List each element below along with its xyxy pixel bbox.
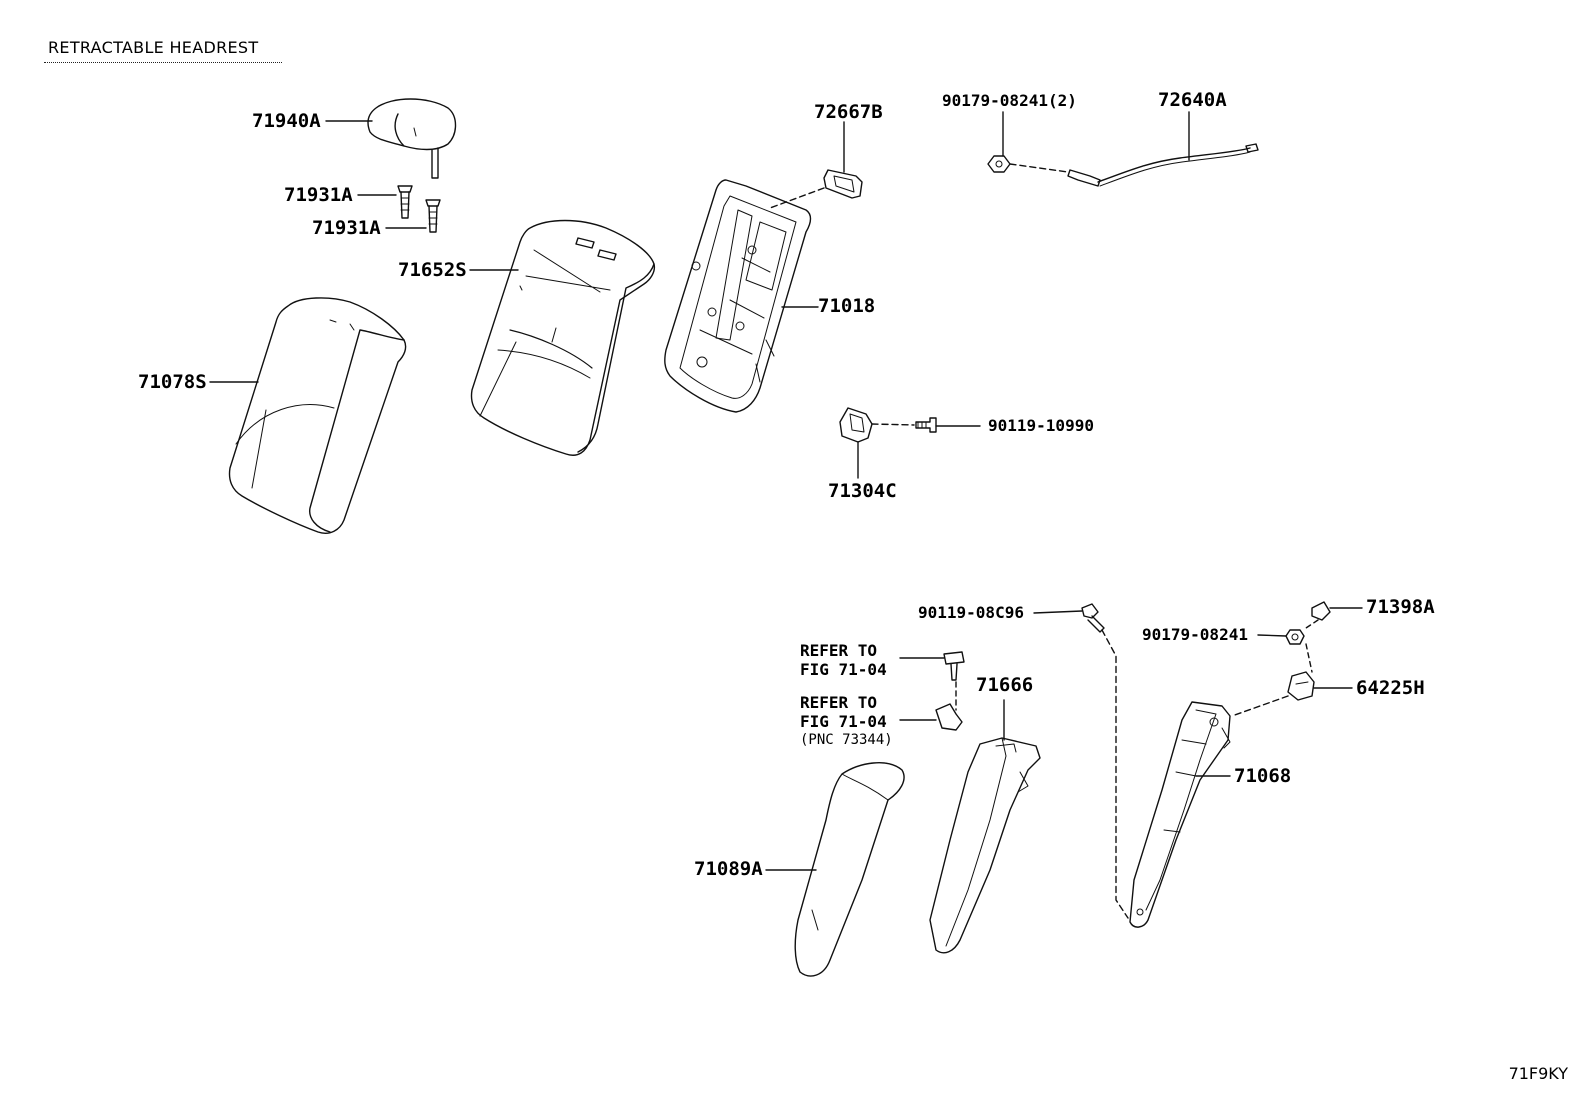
label-71931A-1[interactable]: 71931A [284,184,353,206]
refer-note-1[interactable]: REFER TO FIG 71-04 [800,641,887,679]
label-90179-08241-2[interactable]: 90179-08241(2) [942,91,1077,110]
seatback-frame-drawing [664,179,812,413]
label-71068[interactable]: 71068 [1234,765,1292,787]
bolt-90119-08C96-drawing [1081,603,1105,633]
headrest-drawing [367,98,457,179]
refer-note-2-line-1: REFER TO [800,693,878,712]
diagram-title: RETRACTABLE HEADREST [48,38,259,57]
clip-refer-drawing [935,703,963,731]
refer-note-1-line-1: REFER TO [800,641,878,660]
dash-hinge-bolt [871,423,915,426]
title-underline [44,62,282,63]
label-90179-08241[interactable]: 90179-08241 [1142,625,1248,644]
label-72667B[interactable]: 72667B [814,101,883,123]
dash-bracket-frame [1231,695,1289,717]
release-cable-drawing [987,143,1259,187]
clip-71398A-drawing [1311,601,1331,621]
hinge-bracket-drawing [839,407,873,443]
label-72640A[interactable]: 72640A [1158,89,1227,111]
label-71089A[interactable]: 71089A [694,858,763,880]
label-71398A[interactable]: 71398A [1366,596,1435,618]
lock-bracket-drawing [823,169,863,199]
dash-nut-cable [1009,163,1069,173]
label-71018[interactable]: 71018 [818,295,876,317]
figure-code: 71F9KY [1508,1064,1568,1083]
screw-refer-drawing [943,651,965,681]
refer-note-2-line-3: (PNC 73344) [800,732,893,748]
label-71652S[interactable]: 71652S [398,259,467,281]
label-90119-08C96[interactable]: 90119-08C96 [918,603,1024,622]
bracket-64225H-drawing [1287,671,1315,701]
dash-bolt-frame [1101,629,1129,919]
refer-note-2[interactable]: REFER TO FIG 71-04 (PNC 73344) [800,693,893,750]
dash-nut-bracket [1305,643,1313,673]
headrest-guide-2 [425,199,441,233]
dash-72667B [769,187,825,209]
label-71931A-2[interactable]: 71931A [312,217,381,239]
leader-90119-08C96 [1033,610,1083,614]
side-cover-71666-drawing [929,737,1041,954]
side-frame-drawing [1129,701,1231,928]
dash-clip-nut [1305,619,1319,629]
bolt-90119-10990-drawing [915,417,937,433]
label-71666[interactable]: 71666 [976,674,1034,696]
headrest-guide-1 [397,185,413,219]
side-cover-71089A-drawing [794,762,905,977]
leader-90179-08241 [1257,634,1287,637]
seatback-cover-drawing [228,297,407,534]
refer-note-2-line-2: FIG 71-04 [800,712,887,731]
seatback-pad-drawing [470,219,656,456]
nut-90179-08241-drawing [1285,629,1305,645]
label-71940A[interactable]: 71940A [252,110,321,132]
label-90119-10990[interactable]: 90119-10990 [988,416,1094,435]
label-71304C[interactable]: 71304C [828,480,897,502]
label-71078S[interactable]: 71078S [138,371,207,393]
refer-note-1-line-2: FIG 71-04 [800,660,887,679]
label-64225H[interactable]: 64225H [1356,677,1425,699]
